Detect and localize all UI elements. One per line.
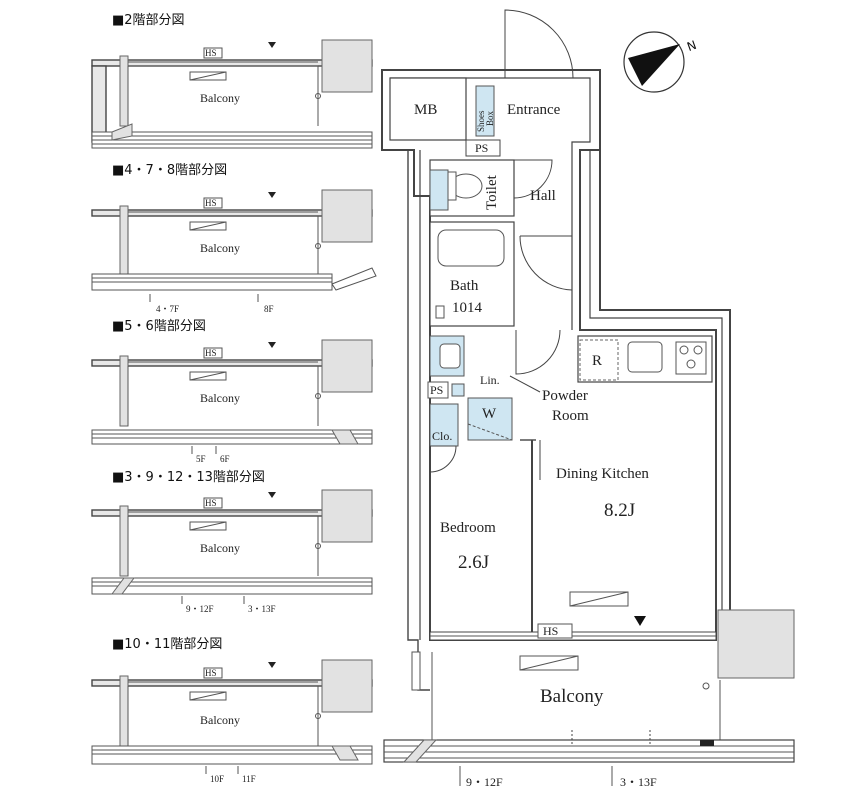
heading-floor-478: ■4・7・8階部分図 <box>112 163 227 178</box>
powder-room-label-1: Powder <box>542 388 588 404</box>
thumb-note-391213-b: 3・13F <box>248 604 276 614</box>
main-note-b: 3・13F <box>620 775 657 789</box>
bath-size-label: 1014 <box>452 300 483 316</box>
mb-label: MB <box>414 102 437 118</box>
thumb-floor-478: ■4・7・8階部分図 HS Balcony 4・7F 8F <box>91 163 377 314</box>
thumb-note-1011-b: 11F <box>242 774 256 784</box>
north-arrow-icon: N <box>623 31 698 93</box>
thumb-balcony-label: Balcony <box>200 541 240 555</box>
thumb-note-1011-a: 10F <box>210 774 224 784</box>
powder-room-label-2: Room <box>552 408 589 424</box>
thumb-balcony-label: Balcony <box>200 91 240 105</box>
thumb-note-391213-a: 9・12F <box>186 604 214 614</box>
thumb-balcony-label: Balcony <box>200 241 240 255</box>
shoes-box-label-1: Shoes <box>476 110 486 132</box>
hs-label: HS <box>543 624 558 638</box>
thumb-note-56-b: 6F <box>220 454 230 464</box>
bath-label: Bath <box>450 278 479 294</box>
thumb-hs-label: HS <box>205 48 217 58</box>
thumb-floor-1011: ■10・11階部分図 HS Balcony 10F 11F <box>91 637 373 784</box>
thumb-floor-56: ■5・6階部分図 HS Balcony 5F 6F <box>91 319 373 464</box>
bedroom-size-label: 2.6J <box>458 552 489 573</box>
ps-mid-label: PS <box>430 383 443 397</box>
ps-top-label: PS <box>475 141 488 155</box>
thumb-floor-2: ■2階部分図 HS Balcony <box>91 13 373 149</box>
compass-north-label: N <box>685 38 698 54</box>
toilet-label: Toilet <box>484 174 500 210</box>
thumb-balcony-label: Balcony <box>200 713 240 727</box>
w-label: W <box>482 406 497 422</box>
r-label: R <box>592 353 602 369</box>
thumb-hs-label: HS <box>205 198 217 208</box>
thumb-note-56-a: 5F <box>196 454 206 464</box>
thumb-balcony-label: Balcony <box>200 391 240 405</box>
heading-floor-56: ■5・6階部分図 <box>112 319 206 334</box>
heading-floor-391213: ■3・9・12・13階部分図 <box>112 470 265 485</box>
thumb-hs-label: HS <box>205 348 217 358</box>
dk-name-label: Dining Kitchen <box>556 466 649 482</box>
balcony-label: Balcony <box>540 686 604 707</box>
thumb-floor-391213: ■3・9・12・13階部分図 HS Balcony 9・12F 3・13F <box>91 470 373 614</box>
lin-label: Lin. <box>480 373 500 387</box>
heading-floor-1011: ■10・11階部分図 <box>112 637 222 652</box>
thumb-note-478-b: 8F <box>264 304 274 314</box>
heading-floor-2: ■2階部分図 <box>112 13 185 28</box>
dk-size-label: 8.2J <box>604 500 635 521</box>
thumb-note-478-a: 4・7F <box>156 304 179 314</box>
hall-label: Hall <box>530 188 556 204</box>
main-unit-plan: MB Shoes Box Entrance PS Toilet Hall Bat… <box>381 9 795 789</box>
main-note-a: 9・12F <box>466 775 503 789</box>
thumb-hs-label: HS <box>205 668 217 678</box>
clo-label: Clo. <box>432 429 452 443</box>
entrance-label: Entrance <box>507 102 561 118</box>
shoes-box-label-2: Box <box>485 110 495 126</box>
thumb-hs-label: HS <box>205 498 217 508</box>
bedroom-name-label: Bedroom <box>440 520 496 536</box>
